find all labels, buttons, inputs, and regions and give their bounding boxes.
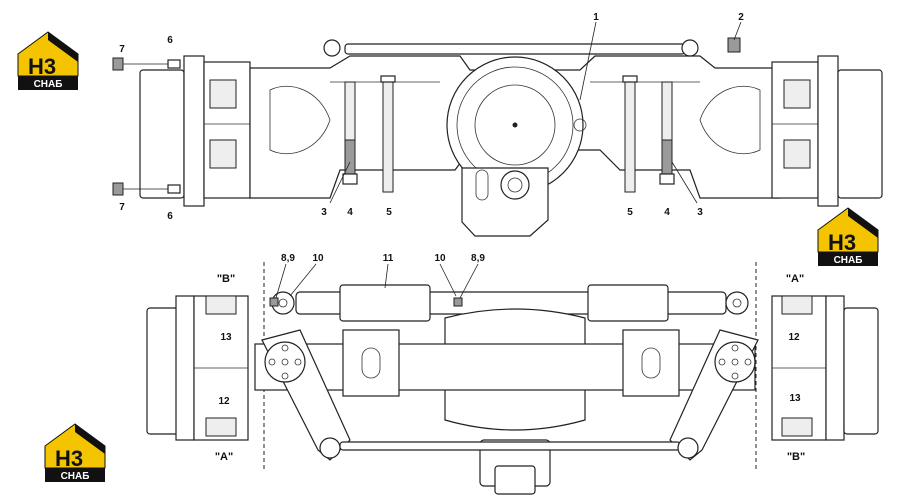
logo-subtitle: СНАБ: [34, 79, 63, 90]
callout-11: 11: [383, 253, 394, 264]
callout-12-left: 12: [218, 396, 230, 407]
tie-rod-end-bottom-right: [677, 437, 699, 459]
stud-5-right-head: [622, 75, 638, 83]
callout-4-right: 4: [664, 207, 670, 218]
view-label-b-right: "B": [787, 451, 805, 463]
right-kingpin-upper: [783, 79, 811, 109]
left-kingpin-lower: [209, 139, 237, 169]
callout-6-bottom: 6: [167, 211, 173, 222]
steering-cylinder-11: [339, 284, 431, 322]
left-hub-flange: [183, 55, 205, 207]
callout-7-bottom: 7: [119, 202, 125, 213]
brand-logo: H3 СНАБ: [44, 423, 106, 482]
left-hub-flange-bottom: [175, 295, 195, 441]
output-flange: [500, 170, 530, 200]
callout-5-right: 5: [627, 207, 633, 218]
mount-plate-right: [622, 329, 680, 397]
bolt-7-bottom: [112, 182, 124, 196]
callout-8-9-right: 8,9: [471, 253, 485, 264]
callout-2: 2: [738, 12, 744, 23]
axle-cross-beam: [254, 343, 756, 391]
bolt-circle-left: [264, 341, 306, 383]
washer-6-top: [167, 59, 181, 69]
bolt-7-top: [112, 57, 124, 71]
top-tie-rod: [344, 43, 686, 55]
callout-4-left: 4: [347, 207, 353, 218]
steering-cylinder-right: [587, 284, 669, 322]
callout-13-right: 13: [789, 393, 801, 404]
brand-logo: H3 СНАБ: [817, 207, 879, 266]
callout-5-left: 5: [386, 207, 392, 218]
washer-6-bottom: [167, 184, 181, 194]
nut-4-right: [659, 173, 675, 185]
output-yoke: [494, 465, 536, 495]
tie-rod-end-right: [681, 39, 699, 57]
callout-1: 1: [593, 12, 599, 23]
callout-13-left: 13: [220, 332, 232, 343]
logo-letters: H3: [55, 446, 83, 471]
right-wheel-hub-bottom: [843, 307, 879, 435]
logo-subtitle: СНАБ: [61, 471, 90, 482]
left-wheel-hub: [139, 69, 185, 199]
stud-5-left: [382, 81, 394, 193]
callout-3-right: 3: [697, 207, 703, 218]
callout-12-right: 12: [788, 332, 800, 343]
callout-7-top: 7: [119, 44, 125, 55]
view-label-b-left: "B": [217, 273, 235, 285]
grease-fitting-2: [727, 37, 741, 53]
callout-10-left: 10: [312, 253, 324, 264]
right-hub-flange: [817, 55, 839, 207]
brand-logo: H3 СНАБ: [17, 31, 79, 90]
view-a-right-marker: [781, 295, 813, 315]
bottom-axle-view: 8,9 10 11 10 8,9 13 12 12 13 "B" "A" "A"…: [146, 253, 879, 495]
right-kingpin-lower: [783, 139, 811, 169]
stud-5-right: [624, 81, 636, 193]
tie-rod-end-bottom-left: [319, 437, 341, 459]
view-b-right-marker: [781, 417, 813, 437]
callout-8-9-left: 8,9: [281, 253, 295, 264]
right-wheel-hub: [837, 69, 883, 199]
callout-6-top: 6: [167, 35, 173, 46]
grease-8-9-right: [453, 297, 463, 307]
logo-letters: H3: [28, 54, 56, 79]
mount-plate-left: [342, 329, 400, 397]
nut-4-left: [342, 173, 358, 185]
grease-8-9-left: [269, 297, 279, 307]
view-label-a-left: "A": [215, 451, 233, 463]
callout-3-left: 3: [321, 207, 327, 218]
tie-rod-end-left: [323, 39, 341, 57]
logo-subtitle: СНАБ: [834, 255, 863, 266]
spring-clip-right: [661, 139, 673, 175]
pivot-right: [725, 291, 749, 315]
left-kingpin-upper: [209, 79, 237, 109]
view-label-a-right: "A": [786, 273, 804, 285]
view-a-left-marker: [205, 417, 237, 437]
bottom-tie-rod: [339, 441, 681, 451]
bolt-circle-right: [714, 341, 756, 383]
right-hub-flange-bottom: [825, 295, 845, 441]
stud-5-left-head: [380, 75, 396, 83]
callout-10-right: 10: [434, 253, 446, 264]
logo-letters: H3: [828, 230, 856, 255]
top-axle-view: 1 2 7 6 7 6 3 4 5 5 4 3: [112, 12, 883, 237]
view-b-left-marker: [205, 295, 237, 315]
